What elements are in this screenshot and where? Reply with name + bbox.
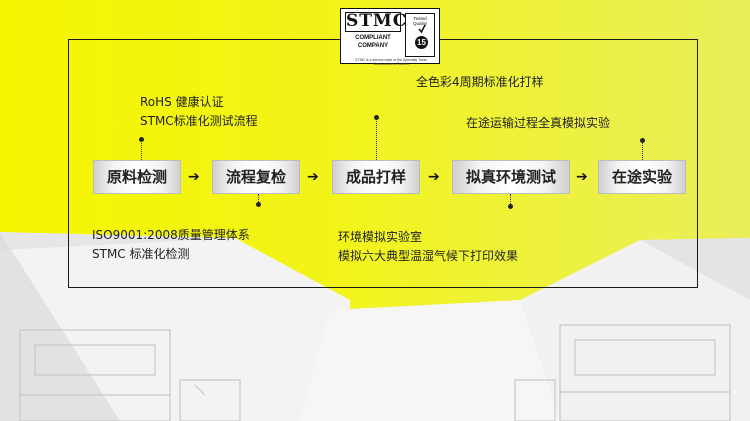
note-transit-line: 在途运输过程全真模拟实验 xyxy=(466,116,611,130)
connector-line xyxy=(258,194,259,204)
stmc-logo-company: COMPANY xyxy=(357,43,389,49)
quality-seal: Tested Quality 15 xyxy=(405,13,435,57)
connector-line xyxy=(642,142,643,160)
bg-shadow-facet xyxy=(0,232,235,250)
step-sample-print: 成品打样 xyxy=(332,160,420,194)
bg-printer-sketch-left xyxy=(19,329,241,421)
arrow-right-icon: ➔ xyxy=(576,169,588,185)
connector-line xyxy=(510,194,511,206)
bg-printer-sketch-right xyxy=(514,324,731,421)
note-environment-lab: 环境模拟实验室 模拟六大典型温湿气候下打印效果 xyxy=(338,228,518,266)
quality-seal-number: 15 xyxy=(415,36,428,49)
note-env-line2: 模拟六大典型温湿气候下打印效果 xyxy=(338,249,519,263)
note-env-line1: 环境模拟实验室 xyxy=(338,230,423,244)
arrow-right-icon: ➔ xyxy=(307,169,319,185)
note-rohs-line2: STMC标准化测试流程 xyxy=(140,114,258,128)
note-iso-line1: ISO9001:2008质量管理体系 xyxy=(92,228,250,242)
note-iso: ISO9001:2008质量管理体系 STMC 标准化检测 xyxy=(92,226,250,264)
check-icon xyxy=(418,24,426,34)
step-environment-test: 拟真环境测试 xyxy=(452,160,570,194)
stmc-logo: STMC COMPLIANT COMPANY Tested Quality 15… xyxy=(340,8,440,66)
stmc-logo-footer: STMC is a service mark of the Specialty … xyxy=(355,58,427,66)
quality-seal-text: Tested Quality xyxy=(412,16,427,26)
connector-dot xyxy=(508,204,513,209)
note-rohs-line1: RoHS 健康认证 xyxy=(140,95,224,109)
connector-dot xyxy=(374,115,379,120)
arrow-right-icon: ➔ xyxy=(188,169,200,185)
arrow-right-icon: ➔ xyxy=(428,169,440,185)
step-process-recheck: 流程复检 xyxy=(212,160,300,194)
note-transit: 在途运输过程全真模拟实验 xyxy=(466,114,610,133)
connector-line xyxy=(376,119,377,160)
connector-dot xyxy=(139,137,144,142)
step-transit-test: 在途实验 xyxy=(598,160,686,194)
bg-white-facet-center xyxy=(300,300,560,421)
note-color-line: 全色彩4周期标准化打样 xyxy=(416,75,544,89)
stmc-logo-wordmark: STMC xyxy=(345,11,408,32)
bg-grey-facet-right xyxy=(640,238,750,300)
connector-dot xyxy=(640,138,645,143)
bg-grey-facet-left xyxy=(0,232,120,421)
note-iso-line2: STMC 标准化检测 xyxy=(92,247,190,261)
connector-line xyxy=(141,141,142,160)
note-color-sampling: 全色彩4周期标准化打样 xyxy=(416,73,544,92)
connector-dot xyxy=(256,202,261,207)
note-rohs: RoHS 健康认证 STMC标准化测试流程 xyxy=(140,93,258,131)
step-raw-material-inspection: 原料检测 xyxy=(93,160,181,194)
stmc-logo-compliant: COMPLIANT xyxy=(355,35,391,41)
